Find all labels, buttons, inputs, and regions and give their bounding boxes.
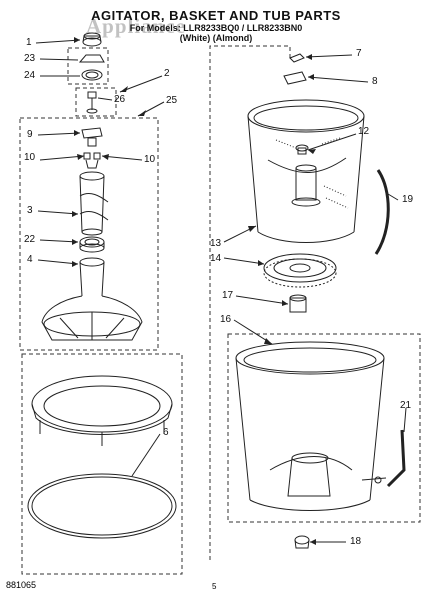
callout-10-right: 10 (144, 154, 156, 165)
leader-lines (35, 39, 407, 543)
group-box-25 (19, 117, 159, 351)
part-10-dogs (83, 152, 101, 169)
part-23 (78, 54, 105, 63)
footer-page-number: 5 (212, 582, 217, 591)
callout-19: 19 (402, 194, 414, 205)
color-line: (White) (Almond) (179, 33, 253, 43)
part-tub-ring (31, 375, 173, 446)
watermark: Appliance (86, 14, 187, 38)
part-3-auger (79, 171, 109, 236)
part-6-gasket (27, 473, 177, 539)
part-21-hose (386, 429, 406, 488)
callout-13: 13 (210, 238, 222, 249)
callout-21: 21 (400, 400, 412, 411)
part-4-agitator-base (41, 257, 143, 341)
group-box-6 (21, 353, 183, 575)
callout-10-left: 10 (24, 152, 36, 163)
callout-4: 4 (27, 254, 33, 265)
part-22-cam (79, 236, 105, 253)
page-title: AGITATOR, BASKET AND TUB PARTS (91, 8, 341, 23)
part-9 (81, 127, 103, 147)
callout-12: 12 (358, 126, 370, 137)
part-19-hose (374, 169, 390, 255)
part-agitator-cap (82, 32, 102, 47)
group-box-26 (75, 87, 117, 117)
part-16-outer-tub (235, 341, 387, 511)
callout-6: 6 (163, 427, 169, 438)
group-box-16 (227, 333, 421, 523)
group-boxes (19, 45, 421, 575)
part-18-plug (294, 535, 310, 549)
callout-26: 26 (114, 94, 126, 105)
part-8 (283, 71, 307, 85)
footer-part-number: 881065 (6, 580, 37, 590)
callout-24: 24 (24, 70, 36, 81)
part-24-ring (81, 69, 103, 81)
part-26-bolt (86, 91, 98, 114)
group-box-23-24 (67, 47, 109, 85)
callout-1: 1 (26, 37, 32, 48)
callout-23: 23 (24, 53, 36, 64)
callout-8: 8 (372, 76, 378, 87)
part-12 (295, 144, 309, 155)
callout-17: 17 (222, 290, 234, 301)
callout-14: 14 (210, 253, 222, 264)
callout-3: 3 (27, 205, 33, 216)
callout-18: 18 (350, 536, 362, 547)
callout-2: 2 (164, 68, 170, 79)
callout-7: 7 (356, 48, 362, 59)
callout-22: 22 (24, 234, 36, 245)
callout-9: 9 (27, 129, 33, 140)
part-17-nut (289, 294, 307, 313)
part-14-drive-hub (263, 253, 337, 288)
part-7 (289, 53, 305, 63)
callout-25: 25 (166, 95, 178, 106)
model-line: For Models: LLR8233BQ0 / LLR8233BN0 (129, 23, 303, 33)
part-13-basket (247, 99, 365, 243)
callout-16: 16 (220, 314, 232, 325)
